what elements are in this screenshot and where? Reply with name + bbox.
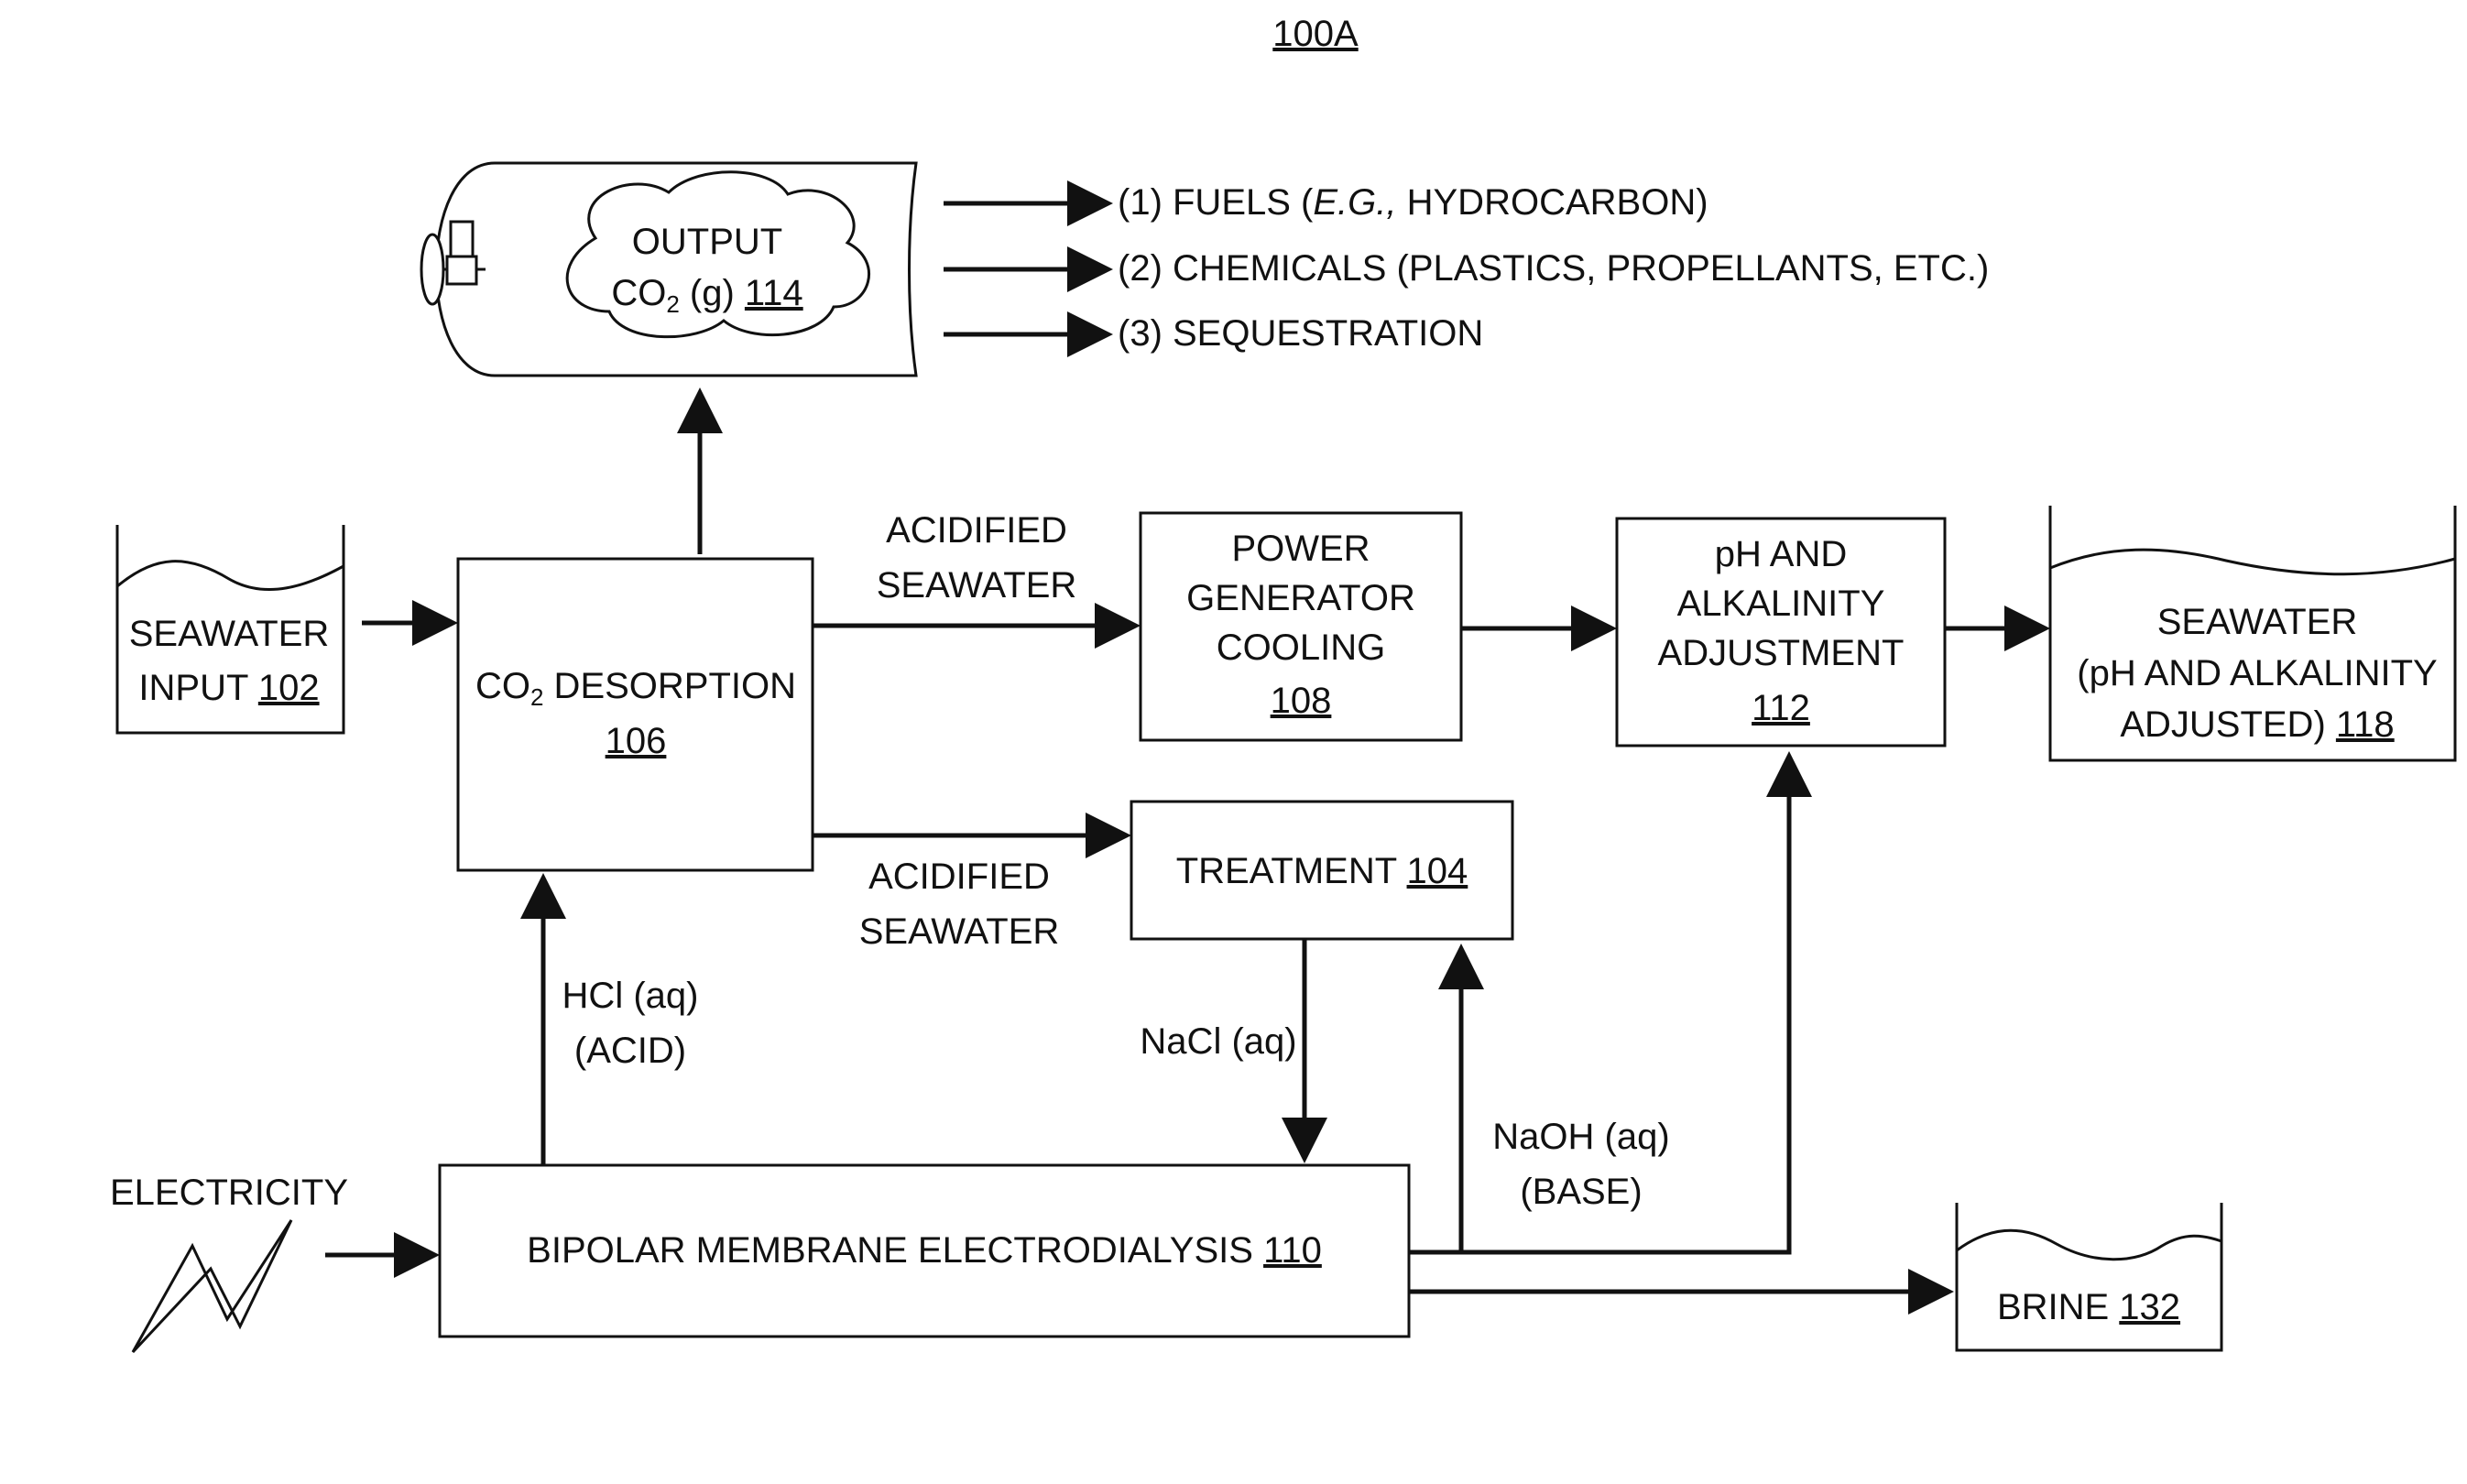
- ph-adjustment-ref: 112: [1752, 688, 1810, 728]
- seawater-adjusted-label-3: ADJUSTED) 118: [2120, 704, 2394, 745]
- acidified-top-label-1: ACIDIFIED: [886, 510, 1067, 551]
- acidified-bottom-label-2: SEAWATER: [859, 911, 1060, 952]
- tank-valve-body: [447, 256, 476, 284]
- chemicals-label: (2) CHEMICALS (PLASTICS, PROPELLANTS, ET…: [1118, 248, 1989, 289]
- seawater-adjusted-label-2: (pH AND ALKALINITY: [2077, 653, 2437, 693]
- output-co2-tank: OUTPUT CO2 (g) 114: [421, 163, 916, 376]
- naoh-label-2: (BASE): [1520, 1172, 1642, 1212]
- power-generator-ref: 108: [1271, 681, 1332, 721]
- figure-ref: 100A: [1272, 14, 1359, 54]
- brine-label: BRINE 132: [1997, 1287, 2180, 1327]
- acidified-top-label-2: SEAWATER: [877, 565, 1077, 606]
- brine-node: BRINE 132: [1957, 1203, 2221, 1350]
- co2-desorption-box: [458, 559, 813, 870]
- hcl-label-2: (ACID): [574, 1031, 686, 1071]
- treatment-node: TREATMENT 104: [1131, 802, 1512, 939]
- sequestration-label: (3) SEQUESTRATION: [1118, 313, 1483, 354]
- electrodialysis-node: BIPOLAR MEMBRANE ELECTRODIALYSIS 110: [440, 1165, 1409, 1337]
- ph-adjustment-label-3: ADJUSTMENT: [1658, 633, 1905, 673]
- output-co2-label: CO2 (g) 114: [611, 273, 802, 318]
- nacl-label: NaCl (aq): [1140, 1021, 1296, 1062]
- co2-desorption-ref: 106: [606, 721, 667, 761]
- seawater-adjusted-node: SEAWATER (pH AND ALKALINITY ADJUSTED) 11…: [2050, 506, 2455, 760]
- fuels-label: (1) FUELS (E.G., HYDROCARBON): [1118, 182, 1708, 223]
- naoh-label-1: NaOH (aq): [1492, 1117, 1669, 1157]
- electricity-label: ELECTRICITY: [110, 1173, 348, 1213]
- ph-adjustment-label-2: ALKALINITY: [1677, 584, 1885, 624]
- seawater-input-node: SEAWATER INPUT 102: [117, 525, 344, 733]
- lightning-icon: [133, 1220, 291, 1352]
- power-generator-label-3: COOLING: [1217, 627, 1385, 668]
- tank-valve-wheel: [421, 235, 443, 304]
- ph-adjustment-node: pH AND ALKALINITY ADJUSTMENT 112: [1617, 518, 1945, 746]
- power-generator-label-2: GENERATOR: [1186, 578, 1415, 618]
- seawater-input-wave: [117, 562, 344, 590]
- power-generator-node: POWER GENERATOR COOLING 108: [1141, 513, 1461, 740]
- tank-body: [436, 163, 916, 376]
- ph-adjustment-label-1: pH AND: [1715, 534, 1848, 574]
- brine-wave: [1957, 1230, 2221, 1260]
- hcl-label-1: HCl (aq): [562, 976, 699, 1016]
- seawater-input-label: SEAWATER: [129, 614, 330, 654]
- seawater-adjusted-wave: [2050, 550, 2455, 574]
- seawater-adjusted-label-1: SEAWATER: [2157, 602, 2358, 642]
- power-generator-label-1: POWER: [1231, 529, 1370, 569]
- acidified-bottom-label-1: ACIDIFIED: [868, 857, 1050, 897]
- treatment-label: TREATMENT 104: [1176, 851, 1468, 891]
- tank-valve-head: [451, 222, 473, 260]
- brine-container: [1957, 1203, 2221, 1350]
- output-label: OUTPUT: [632, 222, 782, 262]
- seawater-input-label-2: INPUT 102: [138, 668, 319, 708]
- electrodialysis-label: BIPOLAR MEMBRANE ELECTRODIALYSIS 110: [527, 1230, 1322, 1271]
- co2-desorption-node: CO2 DESORPTION 106: [458, 559, 813, 870]
- co2-desorption-label: CO2 DESORPTION: [475, 666, 796, 711]
